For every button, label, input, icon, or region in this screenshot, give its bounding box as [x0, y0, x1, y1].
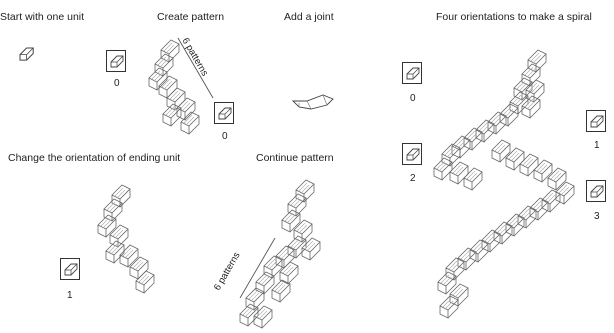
unit-number-create-end: 0 [222, 131, 228, 142]
create-heading: Create pattern [157, 11, 225, 23]
unit-number-spiral-2: 2 [410, 173, 416, 184]
unit-cube-icon [590, 115, 604, 128]
unit-number-create-start: 0 [114, 78, 120, 89]
start-unit [19, 47, 34, 61]
unit-cube-icon [218, 107, 232, 120]
joint-piece [291, 94, 334, 110]
unit-box-spiral-3 [586, 180, 606, 202]
unit-box-spiral-1 [586, 110, 606, 132]
unit-box-create-start [106, 50, 126, 72]
six-patterns-arrow-bottom [239, 237, 276, 299]
spiral-heading: Four orientations to make a spiral [436, 11, 592, 23]
spiral-structure [433, 49, 575, 319]
unit-cube-icon [110, 55, 124, 68]
unit-cube-icon [590, 185, 604, 198]
pattern-tower-2 [97, 184, 155, 294]
continue-heading: Continue pattern [256, 152, 334, 164]
unit-cube-icon [406, 148, 420, 161]
unit-box-spiral-2 [402, 143, 422, 165]
unit-box-spiral-0 [402, 62, 422, 84]
start-heading: Start with one unit [0, 11, 85, 23]
change-heading: Change the orientation of ending unit [8, 152, 181, 164]
six-patterns-arrow-top [177, 37, 214, 99]
unit-box-create-end [214, 102, 234, 124]
unit-number-spiral-1: 1 [594, 140, 600, 151]
unit-number-spiral-3: 3 [594, 211, 600, 222]
unit-number-spiral-0: 0 [410, 93, 416, 104]
joint-heading: Add a joint [284, 11, 334, 23]
pattern-tower-3 [239, 179, 321, 329]
unit-cube-icon [406, 67, 420, 80]
unit-cube-icon [64, 263, 78, 276]
unit-box-change-end [60, 258, 80, 280]
unit-number-change-end: 1 [67, 290, 73, 301]
